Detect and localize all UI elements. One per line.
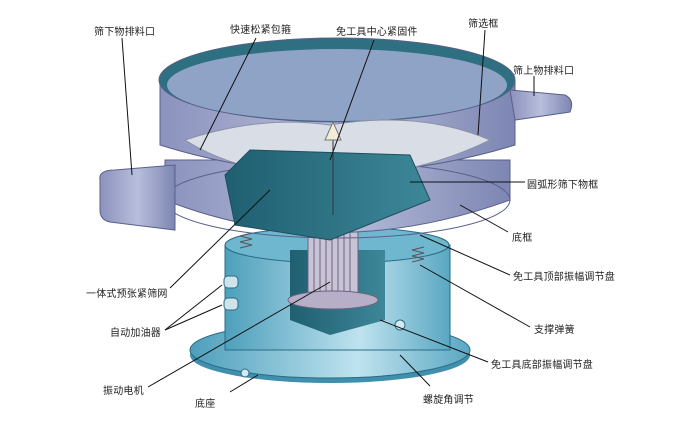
auto-lubricator-cups	[223, 275, 239, 311]
label-quick-clamp: 快速松紧包箍	[230, 25, 292, 36]
label-helix-angle-adjust: 螺旋角调节	[423, 395, 474, 406]
screen-frame	[158, 37, 516, 241]
label-top-amplitude-disk: 免工具顶部振幅调节盘	[513, 272, 615, 283]
label-bottom-amplitude-disk: 免工具底部振幅调节盘	[491, 360, 593, 371]
label-center-fastener: 免工具中心紧固件	[336, 27, 418, 38]
label-base: 底座	[195, 399, 216, 410]
label-support-spring: 支撑弹簧	[534, 325, 575, 336]
label-pretensioned-mesh: 一体式预张紧筛网	[86, 289, 168, 300]
leader-lines	[121, 29, 535, 393]
label-bottom-frame: 底框	[512, 233, 533, 244]
label-auto-lubricator: 自动加油器	[110, 328, 161, 339]
label-oversize-outlet: 筛上物排料口	[513, 66, 575, 77]
label-undersize-outlet: 筛下物排料口	[94, 27, 156, 38]
undersize-outlet-spout	[99, 164, 176, 231]
oversize-outlet-spout	[509, 89, 573, 121]
motor-housing	[224, 207, 451, 378]
label-screen-frame: 筛选框	[468, 19, 499, 30]
label-vibration-motor: 振动电机	[103, 386, 144, 397]
bottom-amplitude-disk	[287, 290, 379, 310]
label-arc-undersize-frame: 圆弧形筛下物框	[527, 180, 599, 191]
support-springs	[239, 232, 425, 263]
